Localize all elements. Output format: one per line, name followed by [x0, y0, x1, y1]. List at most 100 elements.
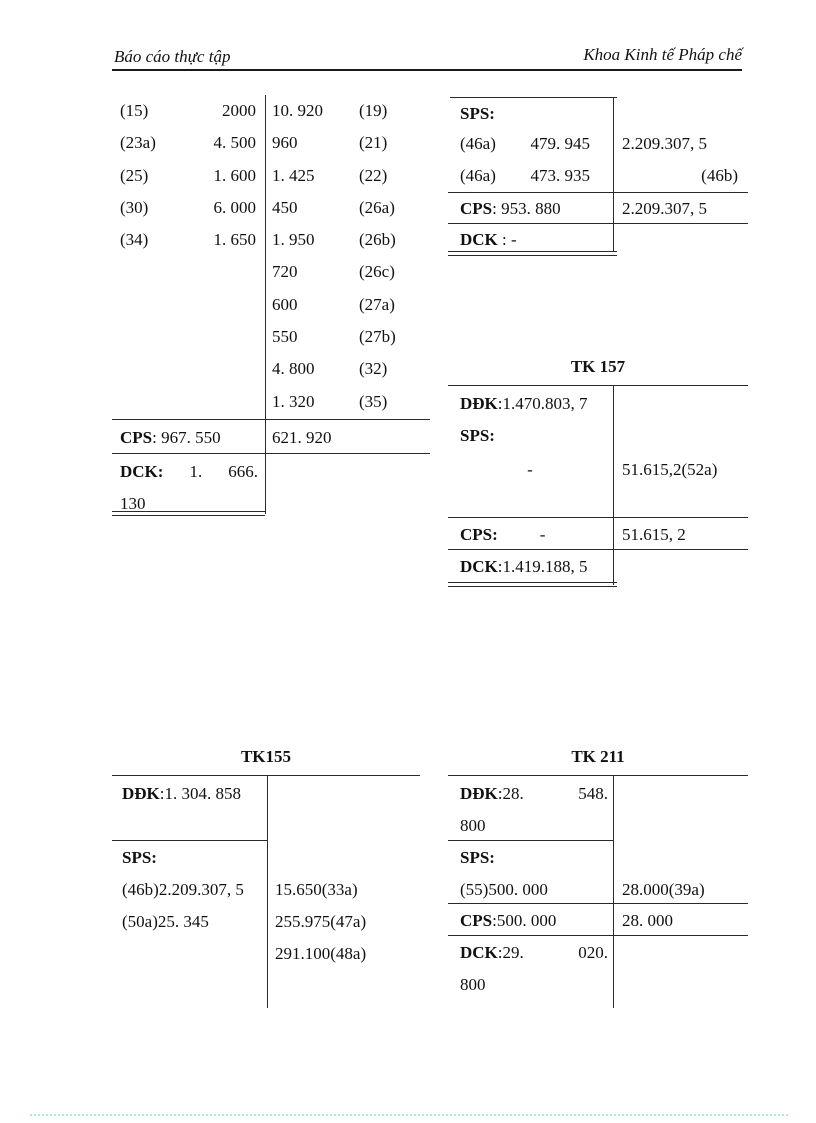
header-right-title: Khoa Kinh tế Pháp chế [583, 45, 742, 64]
sps-debit-dash: - [527, 460, 533, 479]
ddk-part1: :28. [497, 784, 524, 803]
credit-entry: 550(27b) [272, 321, 430, 353]
dck-balance-line2: 800 [460, 975, 486, 994]
debit-entry: (25)1. 600 [120, 160, 256, 192]
t-account-topleft: (15) 2000 (23a)4. 500 (25)1. 600 (30)6. 0… [112, 95, 430, 516]
dck-label: DCK [460, 943, 498, 962]
debit-entry: (50a)25. 345 [122, 912, 209, 931]
debit-entry: (15) 2000 [120, 95, 256, 127]
entry-ref: (46a) [460, 134, 496, 153]
entry-amount: 479. 945 [530, 134, 591, 153]
debit-entry: (46b)2.209.307, 5 [122, 880, 244, 899]
dck-balance-line1: DCK:1.666. [120, 457, 258, 487]
credit-entry: 2.209.307, 5 [622, 134, 707, 153]
ddk-opening-balance-line2: 800 [460, 816, 486, 835]
sps-label: SPS: [460, 104, 495, 123]
entry-ref: (19) [359, 101, 388, 120]
credit-entry: 28.000(39a) [622, 880, 705, 899]
tk157-dck-rule [448, 549, 748, 550]
t-account-topright: SPS: (46a) 479. 945 2.209.307, 5 (46a) 473… [448, 95, 748, 260]
t-account-tk211: TK 211 DĐK:28.548. 800 SPS: (55)500. 000… [448, 745, 748, 1015]
credit-entry: 10. 920(19) [272, 95, 430, 127]
cps-total-credit: 28. 000 [622, 911, 673, 930]
entry-amount: 6. 000 [213, 197, 257, 217]
tk155-divider [267, 775, 268, 1008]
cps-label: CPS [120, 428, 153, 447]
entry-amount: 1. 425 [272, 165, 315, 185]
cps-total-debit: CPS:500. 000 [460, 908, 556, 934]
cps-total-credit: 621. 920 [272, 428, 332, 447]
credit-entry: 4. 800(32) [272, 353, 430, 385]
credit-entry: 51.615,2(52a) [622, 460, 718, 479]
dck-part1: :29. [497, 943, 524, 962]
debit-entry: (46a) 479. 945 [460, 131, 590, 157]
ddk-label: DĐK [460, 784, 498, 803]
ddk-label-part: DĐK:28. [460, 781, 524, 807]
entry-ref: (34) [120, 230, 149, 250]
dck-part2: 666. [228, 462, 258, 481]
cps-total-credit: 51.615, 2 [622, 525, 686, 544]
credit-entry: 15.650(33a) [275, 880, 358, 899]
t-account-tk155: TK155 DĐK:1. 304. 858 SPS: (46b)2.209.30… [112, 745, 420, 1015]
debit-entry: (34)1. 650 [120, 224, 256, 256]
ddk-label: DĐK [460, 394, 498, 413]
entry-ref: (32) [359, 359, 388, 379]
tk157-divider [613, 385, 614, 585]
account-title: TK155 [240, 747, 292, 766]
entry-amount: 2000 [222, 101, 256, 120]
sps-label: SPS: [122, 848, 157, 867]
entry-amount: 473. 935 [530, 166, 591, 185]
footer-dotted-rule [30, 1114, 788, 1116]
tk211-divider [613, 775, 614, 1008]
t-account-topleft-debit-column: (15) 2000 (23a)4. 500 (25)1. 600 (30)6. 0… [120, 95, 256, 256]
t-account-topleft-cps-rule [112, 419, 430, 420]
ddk-value: :1.470.803, 7 [497, 394, 588, 413]
cps-total-debit: CPS: 953. 880 [460, 196, 561, 222]
entry-amount: 960 [272, 133, 298, 153]
cps-debit-value: : 967. 550 [152, 428, 221, 447]
t-account-topleft-closing-rule [112, 511, 265, 516]
entry-ref: (27a) [359, 294, 395, 314]
t-account-topleft-dck-rule [112, 453, 430, 454]
credit-entry: 720(26c) [272, 256, 430, 288]
ddk-label: DĐK [122, 784, 160, 803]
tk211-cps-rule [448, 903, 748, 904]
credit-entry: 255.975(47a) [275, 912, 367, 931]
entry-amount: 450 [272, 197, 298, 217]
debit-entry: (30)6. 000 [120, 192, 256, 224]
credit-entry: 450(26a) [272, 192, 430, 224]
t-account-topright-cps-rule [448, 192, 748, 193]
ddk-opening-balance: DĐK:1. 304. 858 [122, 781, 241, 807]
entry-amount: 1. 600 [213, 165, 257, 185]
t-account-topright-dck-rule [448, 223, 748, 224]
account-title: TK 211 [571, 747, 625, 766]
header-rule [112, 69, 742, 71]
sps-label: SPS: [460, 848, 495, 867]
cps-total-debit: CPS: 967. 550 [120, 423, 221, 453]
t-account-topleft-credit-column: 10. 920(19) 960(21) 1. 425(22) 450(26a) … [272, 95, 430, 418]
cps-debit-value: :500. 000 [492, 911, 557, 930]
debit-entry: (23a)4. 500 [120, 127, 256, 159]
credit-entry: 1. 425(22) [272, 160, 430, 192]
dck-value: : - [497, 230, 517, 249]
dck-value: :1.419.188, 5 [497, 557, 588, 576]
tk211-top-rule [448, 775, 748, 776]
ddk-opening-balance: DĐK:1.470.803, 7 [460, 391, 588, 417]
entry-ref: (15) [120, 101, 149, 120]
account-title: TK 157 [570, 357, 626, 376]
dck-label: DCK [460, 557, 498, 576]
entry-amount: 600 [272, 294, 298, 314]
entry-ref: (46a) [460, 166, 496, 185]
t-account-topleft-divider [265, 95, 266, 514]
t-account-topright-divider [613, 97, 614, 251]
dck-balance: DCK : - [460, 227, 517, 253]
entry-amount: 720 [272, 262, 298, 282]
dck-part1: 1. [189, 462, 203, 481]
cps-label: CPS [460, 911, 493, 930]
credit-entry: 960(21) [272, 127, 430, 159]
debit-entry: (55)500. 000 [460, 880, 548, 899]
cps-label: CPS: [460, 525, 498, 544]
tk155-top-rule [112, 775, 420, 776]
dck-label-part: DCK:29. [460, 940, 524, 966]
